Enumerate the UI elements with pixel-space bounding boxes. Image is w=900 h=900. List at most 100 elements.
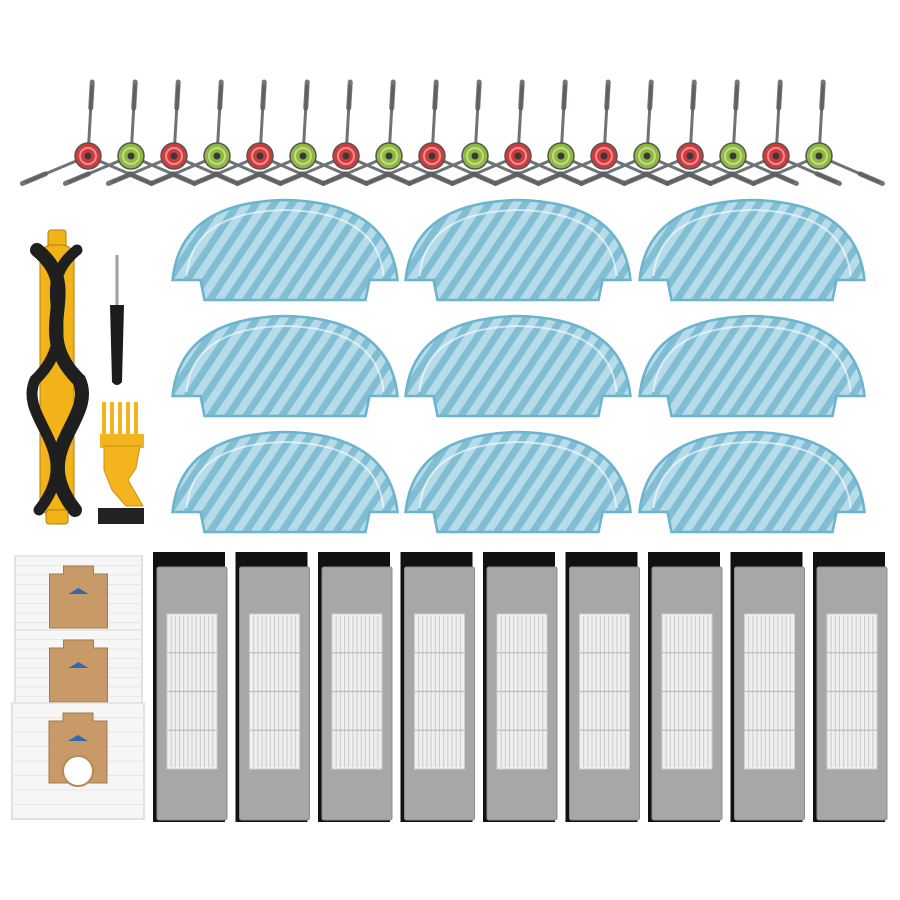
pad-tint [405, 432, 631, 532]
side-brush [363, 79, 498, 186]
pad-stripe [349, 200, 398, 300]
pad-stripe [582, 200, 631, 300]
pad-stripe [277, 200, 354, 300]
brush-bristles [260, 79, 267, 111]
brush-hub-center [213, 152, 221, 160]
side-brush [234, 79, 369, 186]
brush-bristles [363, 171, 392, 186]
brush-bristles [346, 79, 353, 111]
brush-hub-center [256, 152, 264, 160]
side-brush [406, 79, 541, 186]
pad-stripe [874, 313, 900, 418]
bag-cardboard-tab [49, 565, 108, 629]
pad-stripe [172, 200, 174, 300]
brush-hub-center [557, 152, 565, 160]
pad-stripe [816, 200, 865, 300]
hepa-filter [318, 552, 393, 822]
brush-bristles [174, 79, 181, 111]
brush-hub-ring [79, 147, 97, 165]
brush-bristles [776, 79, 783, 111]
pad-stripe [223, 316, 300, 416]
pad-stripe [892, 429, 900, 534]
pad-edge [404, 314, 632, 418]
brush-hub-center [385, 152, 393, 160]
main-roller-brush [26, 229, 89, 525]
pad-stripe [510, 200, 587, 300]
side-brush [535, 79, 670, 186]
side-brush [449, 79, 584, 186]
pad-tint [639, 316, 865, 416]
hepa-filters-row [153, 552, 888, 822]
brush-hub-center [643, 152, 651, 160]
brush-bristles [277, 171, 306, 186]
pad-stripe [349, 316, 398, 416]
pad-stripe [744, 432, 821, 532]
side-brushes-row [19, 79, 885, 186]
side-brush [707, 79, 842, 186]
brush-bristles [690, 79, 697, 111]
pad-seam [418, 208, 618, 277]
brush-hub-center [299, 152, 307, 160]
brush-bristles [148, 171, 177, 186]
brush-bristles [303, 79, 310, 111]
mop-pad [171, 314, 399, 418]
pad-stripe [456, 316, 533, 416]
brush-bristles [647, 79, 654, 111]
pad-stripe [349, 432, 398, 532]
pad-seam [652, 440, 852, 509]
pad-stripe [438, 200, 515, 300]
brush-hub-center [84, 152, 92, 160]
brush-bristles [814, 171, 842, 186]
tool-comb-bar [100, 434, 144, 448]
pad-stripe [582, 316, 631, 416]
brush-hub-ring [810, 147, 828, 165]
brush-bristles [535, 171, 564, 186]
tool-comb-tooth [126, 402, 130, 438]
side-brush [578, 79, 713, 186]
mop-pad [404, 314, 632, 418]
hepa-filter [730, 552, 805, 822]
brush-hub-center [342, 152, 350, 160]
brush-bristles [88, 79, 95, 111]
hepa-filter [648, 552, 723, 822]
brush-bristles [578, 171, 607, 186]
pad-stripe [438, 432, 515, 532]
pad-stripe [205, 432, 282, 532]
cleaning-tool [98, 402, 144, 524]
brush-hub-ring [337, 147, 355, 165]
brush-hub-center [772, 152, 780, 160]
pad-stripe [852, 316, 865, 416]
pad-tint [172, 316, 398, 416]
pad-stripe [172, 200, 192, 300]
pad-stripe [474, 316, 551, 416]
brush-bristles [131, 79, 138, 111]
hepa-filter [400, 552, 475, 822]
pad-stripe [852, 432, 865, 532]
dust-bag [11, 702, 145, 820]
pad-edge [171, 430, 399, 534]
hepa-filter [483, 552, 558, 822]
pad-stripe [816, 432, 865, 532]
pad-stripe [690, 432, 767, 532]
brush-hub-ring [552, 147, 570, 165]
pad-seam [185, 324, 385, 393]
mop-pad [404, 430, 632, 534]
pad-edge [404, 430, 632, 534]
pad-stripe [223, 432, 300, 532]
side-brush [105, 79, 240, 186]
pad-stripe [816, 316, 865, 416]
brush-hub-ring [767, 147, 785, 165]
brush-hub-ring [208, 147, 226, 165]
bag-cardboard-tab [49, 639, 108, 703]
brush-end-cap-bottom [45, 509, 69, 525]
brush-bristles [475, 79, 482, 111]
brush-bristles [320, 171, 349, 186]
brush-bristles [664, 171, 693, 186]
pad-seam [652, 208, 852, 277]
pad-stripe [582, 432, 631, 532]
brush-hub-ring [380, 147, 398, 165]
side-brush [320, 79, 455, 186]
pad-edge [638, 314, 866, 418]
pad-seam [418, 440, 618, 509]
pad-stripe [277, 432, 354, 532]
